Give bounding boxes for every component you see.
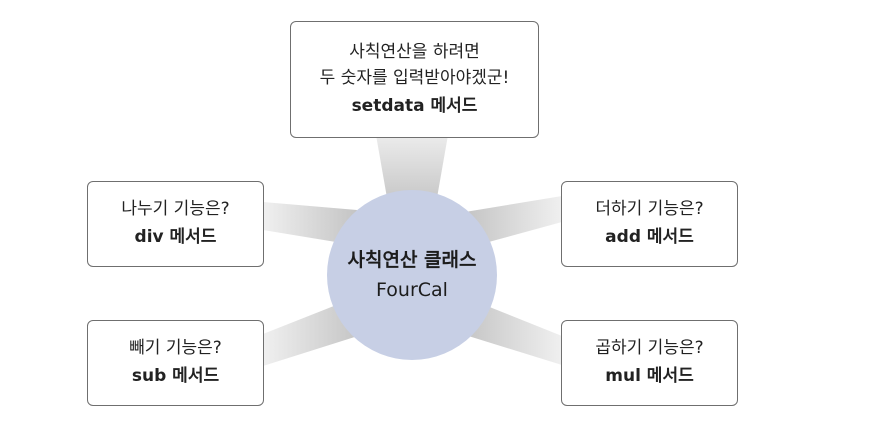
mul-question: 곱하기 기능은?: [595, 338, 704, 358]
sub-question: 빼기 기능은?: [129, 338, 222, 358]
add-method-box: 더하기 기능은? add 메서드: [561, 181, 738, 267]
setdata-method-box: 사칙연산을 하려면 두 숫자를 입력받아야겠군! setdata 메서드: [290, 21, 539, 138]
add-method-label: add 메서드: [605, 227, 694, 247]
div-question: 나누기 기능은?: [121, 199, 230, 219]
class-name: FourCal: [376, 279, 448, 301]
div-method-box: 나누기 기능은? div 메서드: [87, 181, 264, 267]
setdata-description-line1: 사칙연산을 하려면: [349, 41, 480, 62]
ray-to-sub: [263, 300, 361, 366]
ray-to-mul: [462, 300, 562, 365]
fourcal-class-circle: 사칙연산 클래스 FourCal: [327, 190, 497, 360]
ray-to-div: [263, 202, 357, 244]
sub-method-label: sub 메서드: [131, 366, 220, 386]
class-title: 사칙연산 클래스: [347, 249, 477, 271]
setdata-description-line2: 두 숫자를 입력받아야겠군!: [319, 67, 510, 88]
add-question: 더하기 기능은?: [595, 199, 704, 219]
sub-method-box: 빼기 기능은? sub 메서드: [87, 320, 264, 406]
setdata-method-label: setdata 메서드: [351, 95, 478, 116]
mul-method-box: 곱하기 기능은? mul 메서드: [561, 320, 738, 406]
mul-method-label: mul 메서드: [605, 366, 694, 386]
ray-to-add: [465, 196, 562, 246]
div-method-label: div 메서드: [134, 227, 217, 247]
